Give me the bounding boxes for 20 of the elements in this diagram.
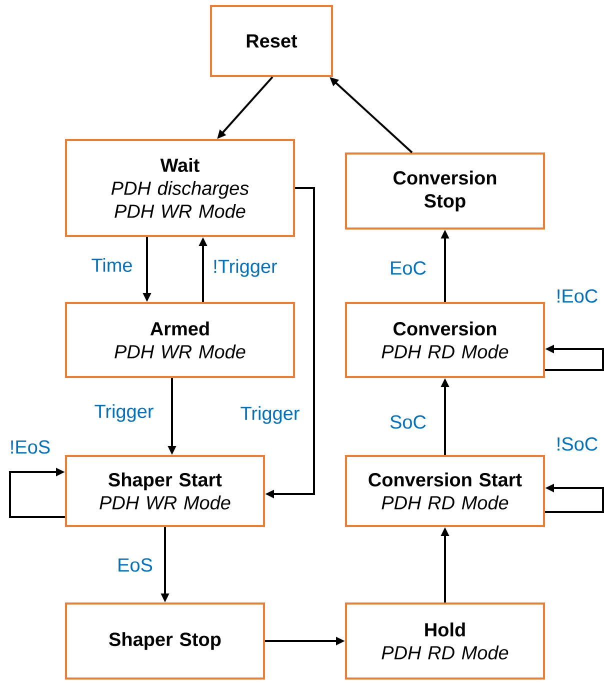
loop-arrow: [9, 468, 65, 518]
state-box: Shaper Stop: [65, 602, 265, 680]
edge-label: !EoS: [8, 439, 52, 455]
state-box: Hold PDH RD Mode: [345, 602, 545, 680]
edge-label: SoC: [388, 414, 428, 430]
edge-label: Time: [90, 257, 134, 273]
state-box: Shaper Start PDH WR Mode: [65, 455, 265, 527]
edge-label: !Trigger: [212, 258, 278, 278]
edge-label: EoS: [116, 557, 154, 573]
state-box: Conversion Start PDH RD Mode: [345, 455, 545, 527]
state-box: Armed PDH WR Mode: [65, 302, 295, 378]
state-box: Conversion Stop: [345, 152, 545, 230]
edge-label: EoC: [388, 260, 428, 276]
edge-label: !EoC: [554, 288, 600, 304]
edge-label: Trigger: [93, 403, 155, 423]
state-box: Wait PDH discharges PDH WR Mode: [65, 139, 295, 237]
state-box: Reset: [210, 5, 333, 77]
edge-label: !SoC: [554, 436, 600, 452]
state-box: Conversion PDH RD Mode: [345, 302, 545, 378]
edge-label: Trigger: [239, 405, 301, 425]
